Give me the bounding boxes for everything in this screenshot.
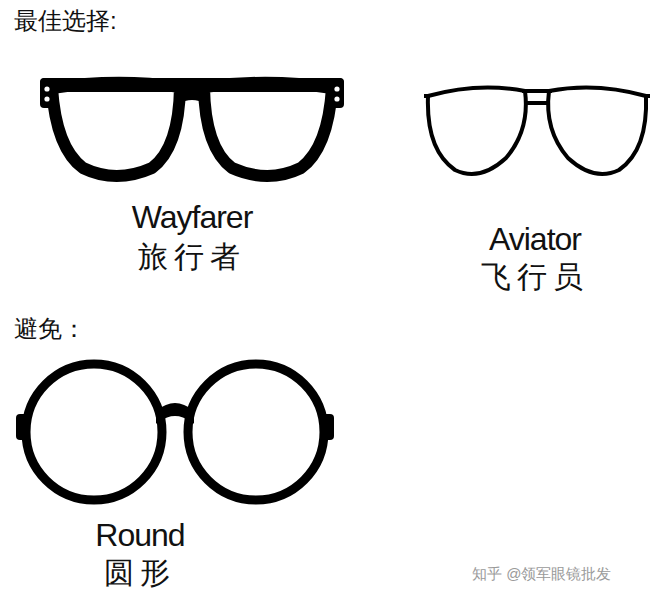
style-name-cn: 旅行者 [138, 240, 246, 273]
aviator-frame [424, 87, 650, 174]
watermark: 知乎 @领军眼镜批发 [472, 566, 611, 583]
style-name: Round [95, 518, 184, 553]
style-name-cn: 圆形 [104, 556, 176, 589]
round-frame [16, 364, 334, 500]
style-name: Wayfarer [132, 200, 253, 235]
wayfarer-frame [40, 78, 344, 176]
section-heading: 最佳选择: [14, 8, 117, 34]
style-name: Aviator [489, 222, 581, 257]
section-heading: 避免： [14, 316, 86, 342]
style-name-cn: 飞行员 [481, 260, 589, 293]
